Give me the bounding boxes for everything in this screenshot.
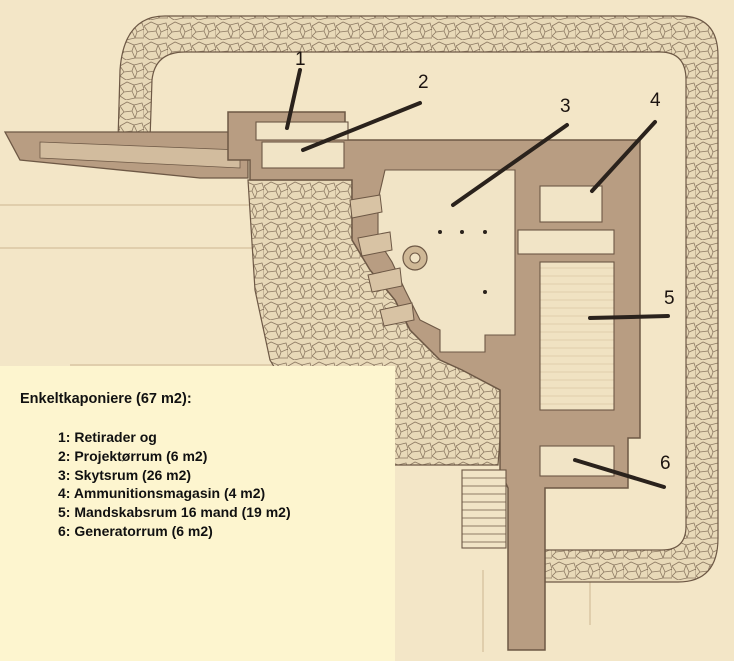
cobblestone-ring (117, 15, 719, 583)
gun-mount (402, 230, 487, 294)
stair-treads (462, 477, 506, 543)
corridor (517, 229, 615, 255)
embrasure-steps (349, 194, 415, 327)
legend-item-6: 6: Generatorrum (6 m2) (58, 522, 213, 539)
legend-item-2: 2: Projektørrum (6 m2) (58, 447, 208, 464)
legend-list: 1: Retirader og 2: Projektørrum (6 m2) 3… (58, 428, 291, 541)
callout-number-3: 3 (560, 96, 571, 117)
room-projektorrum (261, 141, 345, 169)
leader-1 (285, 68, 302, 130)
callout-number-4: 4 (650, 90, 661, 111)
legend-item-5: 5: Mandskabsrum 16 mand (19 m2) (58, 504, 291, 521)
leader-3 (451, 123, 569, 207)
staircase (461, 469, 507, 549)
callout-number-5: 5 (664, 288, 675, 309)
leader-6 (573, 458, 666, 489)
callout-number-6: 6 (660, 453, 671, 474)
callout-number-2: 2 (418, 72, 429, 93)
leader-2 (301, 101, 422, 152)
legend-item-1: 1: Retirader og (58, 429, 157, 445)
legend-item-4: 4: Ammunitionsmagasin (4 m2) (58, 485, 266, 502)
legend-title: Enkeltkaponiere (67 m2): (20, 391, 192, 407)
leader-4 (590, 120, 657, 193)
leader-5 (588, 314, 670, 320)
room-mandskabsrum (539, 261, 615, 411)
callout-number-1: 1 (295, 49, 306, 70)
callout-lines (285, 68, 670, 489)
legend-item-3: 3: Skytsrum (26 m2) (58, 466, 192, 483)
rooms (255, 121, 615, 549)
legend-box: Enkeltkaponiere (67 m2): 1: Retirader og… (0, 366, 395, 661)
